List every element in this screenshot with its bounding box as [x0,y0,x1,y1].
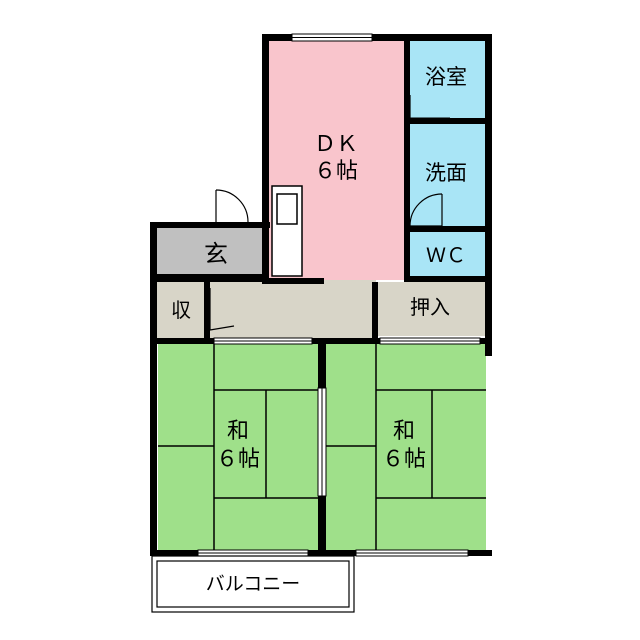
storage-label: 収 [171,298,191,322]
washitsu-left-label-line2: ６帖 [216,447,260,472]
tatami-lines-right [326,344,486,550]
storage-area [156,282,206,338]
hallway [210,280,376,338]
dk-label-line1: ＤＫ [314,132,358,157]
washitsu-right-label-line1: 和 [393,419,415,444]
balcony [151,555,355,613]
entrance-area [156,228,262,274]
washroom-label: 洗面 [425,161,467,185]
closet-area [378,282,486,336]
windows [197,33,481,557]
washitsu-right-room [326,344,486,550]
closet-label: 押入 [410,295,450,319]
washitsu-right-label-line2: ６帖 [382,447,426,472]
dk-label-line2: ６帖 [314,159,358,184]
wc-label: ＷＣ [426,243,466,267]
doors [209,95,450,331]
bath-room [408,40,486,118]
wc-room [408,232,486,276]
kitchen-sink [271,185,303,277]
balcony-label: バルコニー [206,573,301,595]
washitsu-left-label-line1: 和 [227,419,249,444]
washitsu-left-room [158,344,318,550]
tatami-lines-left [158,344,318,550]
bath-label: 浴室 [425,65,467,89]
entrance-label: 玄 [204,240,228,268]
washroom [408,124,486,226]
